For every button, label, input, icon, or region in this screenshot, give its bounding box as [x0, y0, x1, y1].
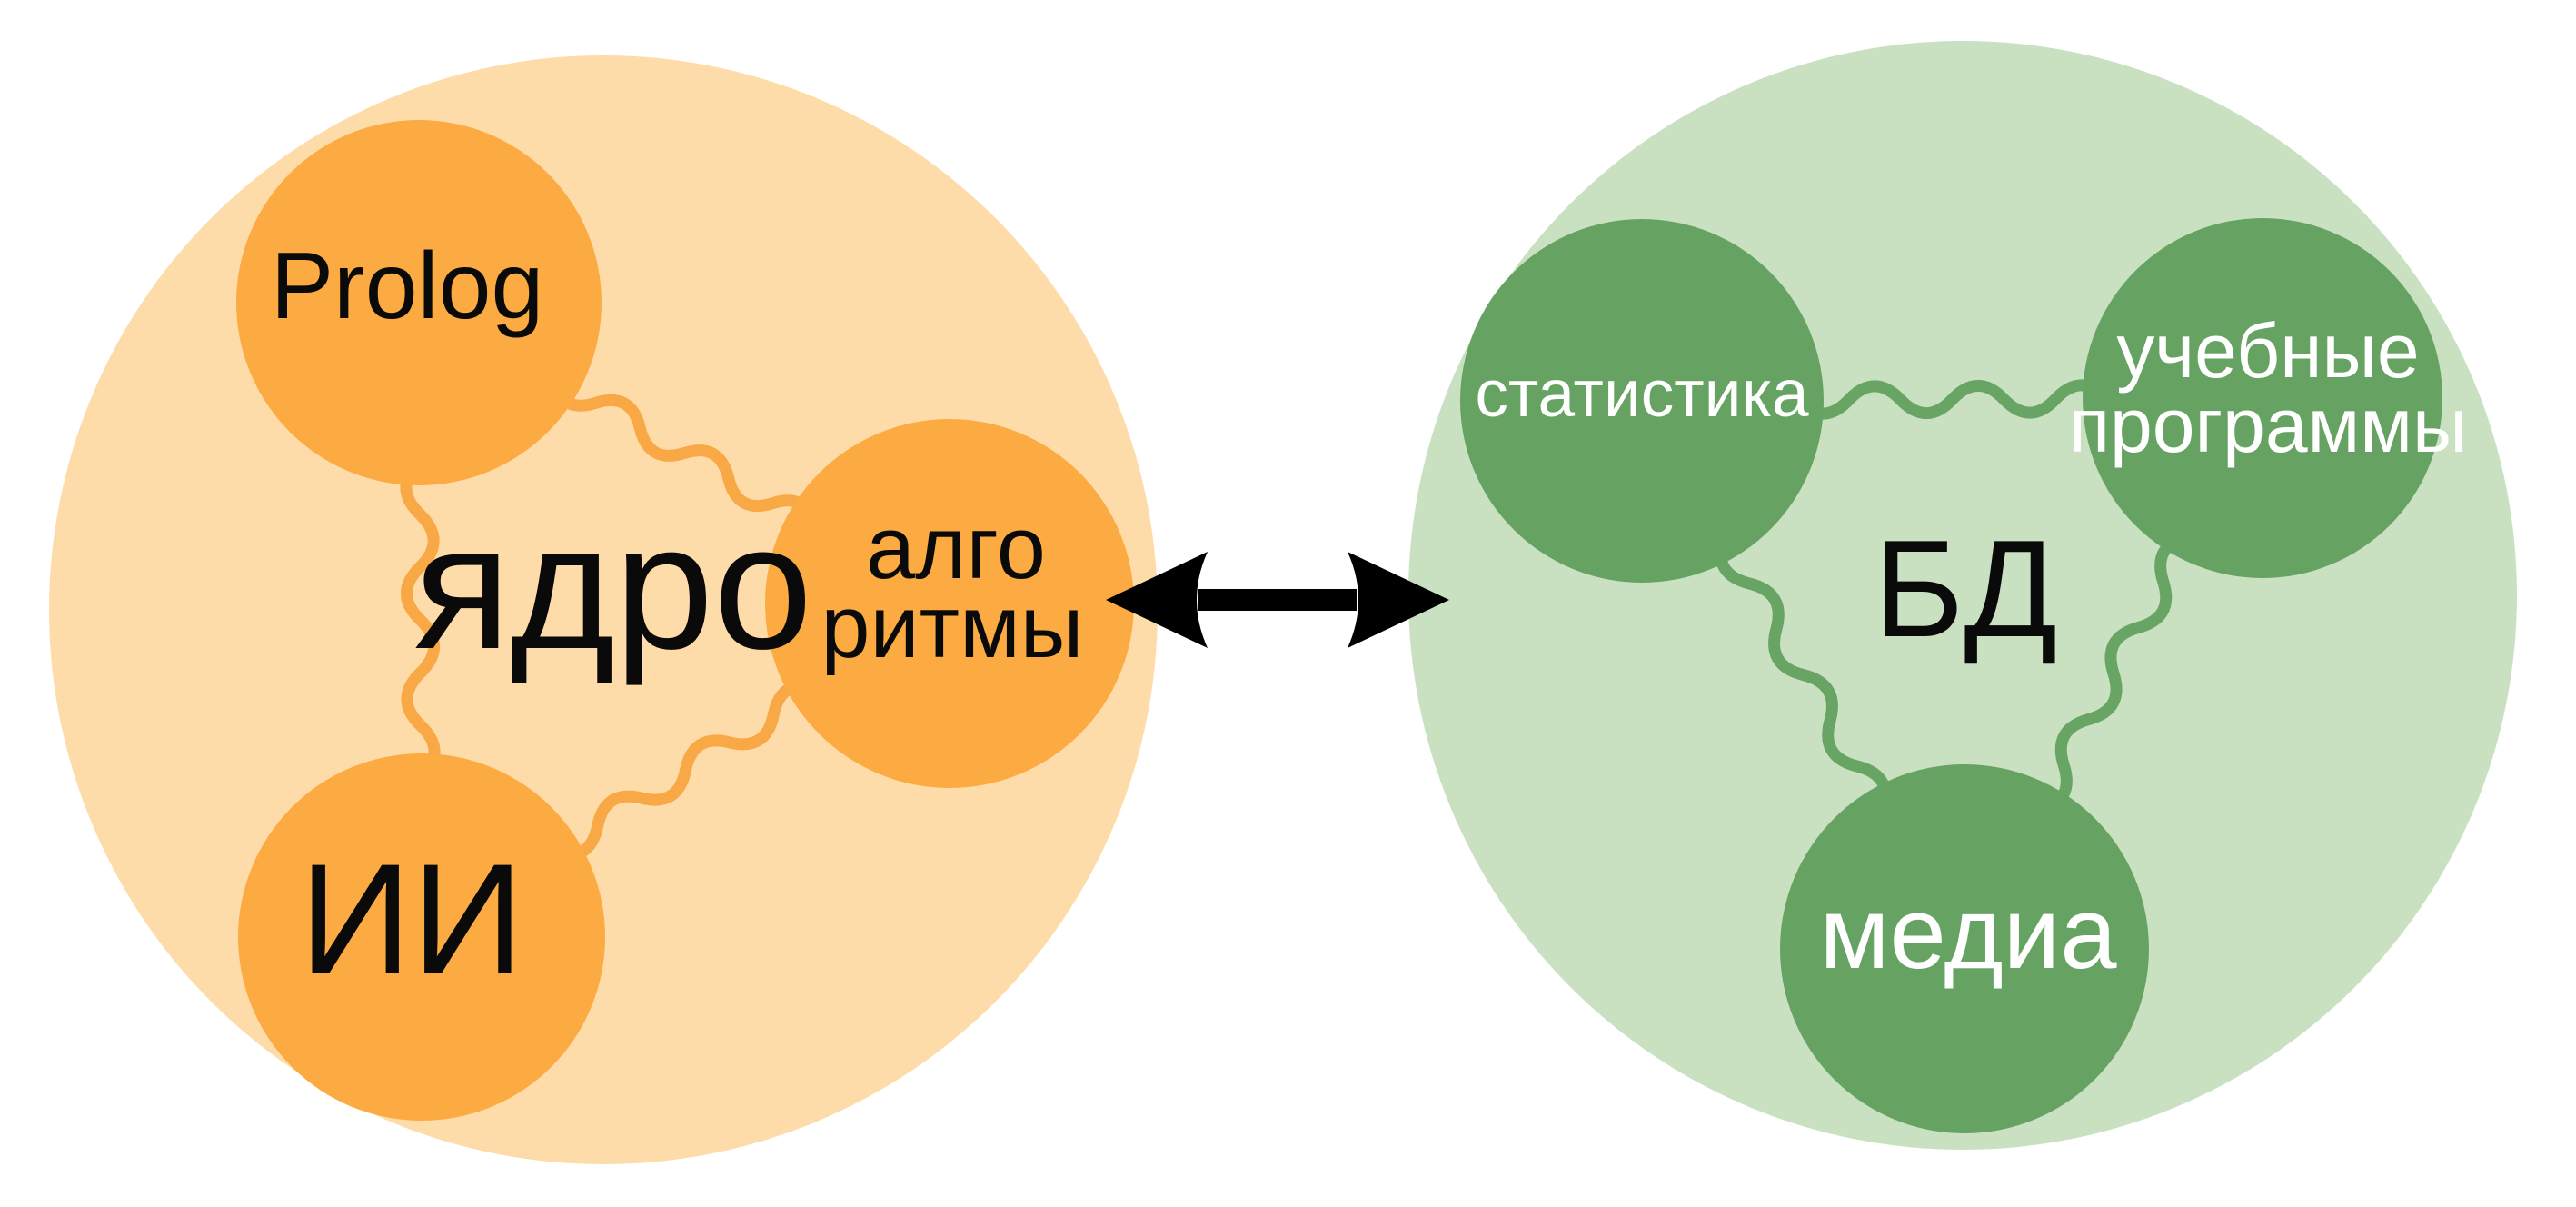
node-curricula-label: программы: [2069, 383, 2468, 468]
node-prolog-label: Prolog: [271, 234, 544, 339]
core-center-label: ядро: [414, 487, 813, 686]
node-media-label: медиа: [1819, 876, 2117, 990]
bidirectional-arrow: [1106, 552, 1449, 648]
node-ai-circle: [238, 753, 605, 1121]
node-media-circle: [1780, 764, 2149, 1133]
database-center-label: БД: [1874, 512, 2058, 666]
node-statistics-label: статистика: [1475, 357, 1809, 431]
node-algorithms-label: ритмы: [821, 577, 1084, 676]
node-curricula-label: учебные: [2116, 308, 2419, 394]
node-curricula-circle: [2083, 218, 2442, 578]
node-prolog-circle: [236, 120, 602, 485]
node-algorithms-label: алго: [866, 498, 1046, 597]
node-algorithms-circle: [765, 419, 1134, 788]
node-statistics-circle: [1460, 219, 1824, 583]
node-ai-label: ИИ: [299, 832, 523, 1006]
